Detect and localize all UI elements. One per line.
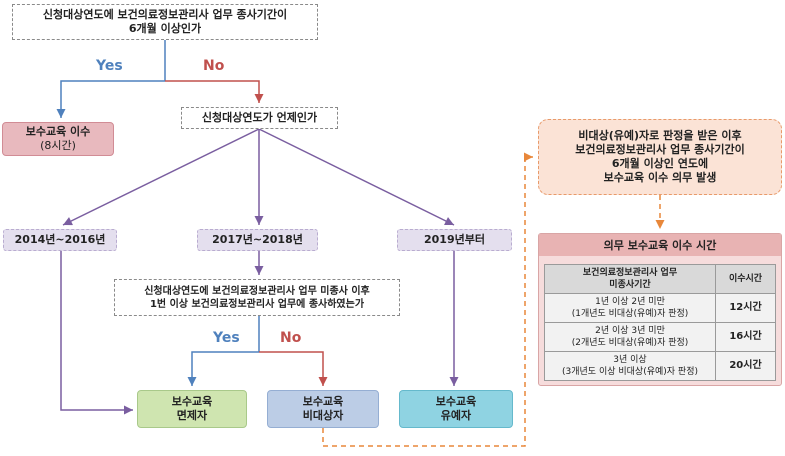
no-label-1: No — [203, 58, 225, 74]
orange-link — [322, 152, 533, 447]
note-line2: 보건의료정보관리사 업무 종사기간이 — [575, 143, 745, 156]
period-2014-2016: 2014년~2016년 — [3, 229, 117, 251]
row-condition: 3년 이상 (3개년도 이상 비대상(유예)자 판정) — [544, 351, 716, 381]
row-condition: 2년 이상 3년 미만 (2개년도 비대상(유예)자 판정) — [544, 322, 716, 352]
row-hours: 16시간 — [715, 322, 776, 352]
table-row: 2년 이상 3년 미만 (2개년도 비대상(유예)자 판정) 16시간 — [544, 322, 776, 352]
no1-path — [165, 80, 264, 103]
row-condition-line2: (1개년도 비대상(유예)자 판정) — [571, 309, 689, 319]
yes2-path — [187, 351, 259, 386]
row-hours: 20시간 — [715, 351, 776, 381]
p1-to-green — [60, 251, 133, 415]
outcome-completion-line2: (8시간) — [40, 139, 76, 152]
question-1-line1: 신청대상연도에 보건의료정보관리사 업무 종사기간이 — [42, 8, 288, 21]
row-hours: 12시간 — [715, 293, 776, 323]
row-condition-line1: 3년 이상 — [613, 355, 647, 365]
row-condition: 1년 이상 2년 미만 (1개년도 비대상(유예)자 판정) — [544, 293, 716, 323]
no2-path — [259, 351, 328, 386]
row-condition-line1: 1년 이상 2년 미만 — [595, 297, 665, 307]
outcome-exempt-line1: 보수교육 — [171, 395, 213, 408]
header-hours: 이수시간 — [715, 264, 776, 294]
question-1-line2: 6개월 이상인가 — [128, 22, 202, 35]
q2-to-p1 — [62, 128, 260, 226]
outcome-completion-box: 보수교육 이수 (8시간) — [2, 122, 114, 156]
question-3-line2: 1번 이상 보건의료정보관리사 업무에 종사하였는가 — [149, 298, 365, 310]
question-1-box: 신청대상연도에 보건의료정보관리사 업무 종사기간이 6개월 이상인가 — [12, 4, 318, 40]
row-condition-line2: (3개년도 이상 비대상(유예)자 판정) — [562, 367, 698, 377]
outcome-exempt-line2: 면제자 — [176, 409, 208, 422]
outcome-deferred-box: 보수교육 유예자 — [399, 390, 513, 428]
period-2019-onward: 2019년부터 — [397, 229, 512, 251]
outcome-nontarget-box: 보수교육 비대상자 — [267, 390, 379, 428]
no-label-2: No — [280, 330, 302, 346]
outcome-exempt-box: 보수교육 면제자 — [137, 390, 247, 428]
required-hours-table: 보건의료정보관리사 업무 미종사기간 이수시간 1년 이상 2년 미만 (1개년… — [544, 264, 776, 381]
question-2-box: 신청대상연도가 언제인가 — [181, 107, 338, 129]
obligation-note-box: 비대상(유예)자로 판정을 받은 이후 보건의료정보관리사 업무 종사기간이 6… — [538, 119, 782, 195]
required-hours-title: 의무 보수교육 이수 시간 — [539, 234, 781, 256]
q2-to-p3 — [258, 128, 455, 226]
outcome-deferred-line2: 유예자 — [440, 409, 472, 422]
table-header-row: 보건의료정보관리사 업무 미종사기간 이수시간 — [544, 264, 776, 294]
outcome-deferred-line1: 보수교육 — [435, 395, 477, 408]
yes-label-1: Yes — [96, 58, 123, 74]
question-3-box: 신청대상연도에 보건의료정보관리사 업무 미종사 이후 1번 이상 보건의료정보… — [114, 279, 400, 316]
note-line3: 6개월 이상인 연도에 — [611, 157, 709, 170]
header-period-line2: 미종사기간 — [609, 280, 651, 290]
note-line1: 비대상(유예)자로 판정을 받은 이후 — [578, 129, 742, 142]
outcome-nontarget-line1: 보수교육 — [302, 395, 344, 408]
header-period-line1: 보건의료정보관리사 업무 — [582, 268, 678, 278]
table-row: 3년 이상 (3개년도 이상 비대상(유예)자 판정) 20시간 — [544, 351, 776, 381]
outcome-nontarget-line2: 비대상자 — [302, 409, 344, 422]
table-row: 1년 이상 2년 미만 (1개년도 비대상(유예)자 판정) 12시간 — [544, 293, 776, 323]
question-3-line1: 신청대상연도에 보건의료정보관리사 업무 미종사 이후 — [144, 285, 370, 297]
outcome-completion-line1: 보수교육 이수 — [25, 125, 91, 138]
row-condition-line1: 2년 이상 3년 미만 — [595, 326, 665, 336]
note-line4: 보수교육 이수 의무 발생 — [603, 171, 717, 184]
period-2017-2018: 2017년~2018년 — [197, 229, 318, 251]
row-condition-line2: (2개년도 비대상(유예)자 판정) — [571, 338, 689, 348]
yes-label-2: Yes — [213, 330, 240, 346]
yes1-path — [56, 80, 165, 118]
required-hours-panel: 의무 보수교육 이수 시간 보건의료정보관리사 업무 미종사기간 이수시간 1년… — [538, 233, 782, 386]
header-period: 보건의료정보관리사 업무 미종사기간 — [544, 264, 716, 294]
